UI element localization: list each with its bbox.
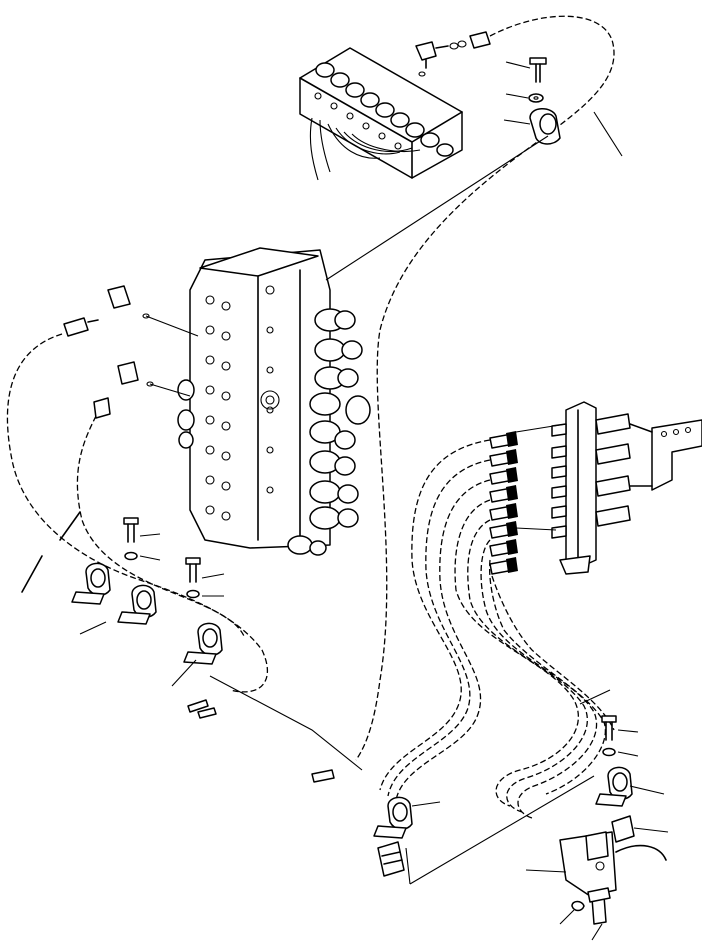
solenoid-valve-manifold (299, 47, 463, 181)
hose-top-loop (355, 15, 615, 761)
lower-middle-clamp (311, 769, 413, 877)
elbow-fitting-top (415, 31, 491, 77)
main-control-valve (177, 247, 371, 556)
valve-spools (287, 308, 371, 556)
hose-bundle-left (6, 333, 268, 719)
solenoid-wire-harness (309, 117, 421, 181)
manifold-ports (314, 92, 402, 150)
valve-side-relief (177, 379, 195, 449)
lower-right-bracket (559, 715, 667, 925)
leader-lines (79, 61, 669, 941)
bolt-washer-clamp-upper-right (528, 57, 561, 145)
left-clamps-and-bolts (71, 517, 223, 665)
pilot-valve-block (551, 401, 702, 575)
valve-ports (205, 285, 280, 521)
pilot-fittings (551, 423, 567, 539)
left-fittings (63, 285, 154, 419)
reference-lines (145, 135, 595, 885)
right-hose-connectors (489, 431, 518, 575)
hose-bundle-right (379, 439, 615, 819)
solenoid-cylinders (315, 62, 454, 157)
pilot-spools (595, 413, 631, 527)
